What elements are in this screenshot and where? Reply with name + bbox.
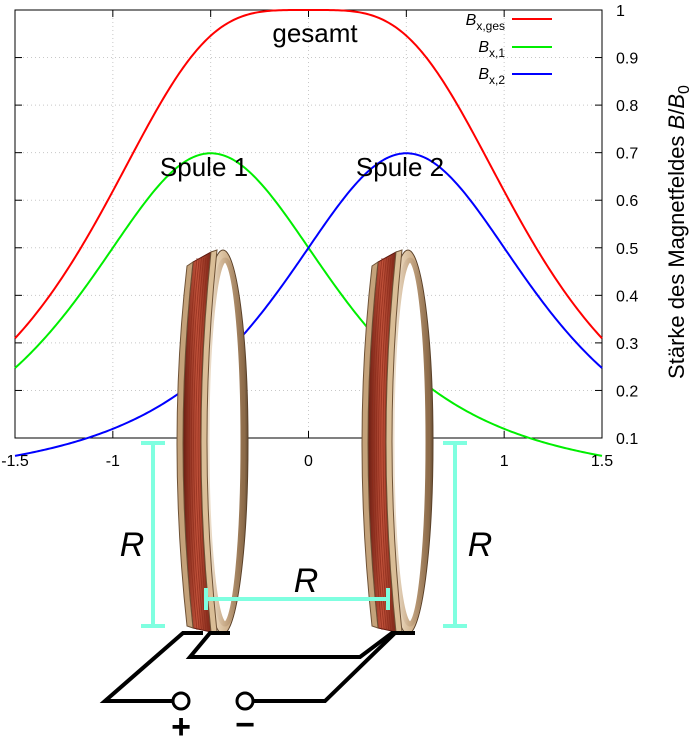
legend-entry-coil1: Bx,1 (478, 39, 505, 60)
coil-1-winding-turn (191, 257, 202, 631)
distance-label: R (294, 562, 319, 600)
chart-legend: Bx,ges Bx,1 Bx,2 (466, 12, 552, 87)
coil-1-opening (204, 257, 246, 627)
terminal-minus-label: − (235, 706, 255, 739)
x-tick-label: 1.5 (591, 453, 613, 470)
x-tick-label: 0 (304, 453, 313, 470)
coil-2-winding-turn (380, 257, 392, 631)
coil-1 (176, 249, 249, 635)
coil-1-winding-turn (195, 257, 207, 631)
y-tick-label: 0.8 (616, 98, 638, 115)
chart-curves (14, 9, 603, 457)
y-tick-label: 0.6 (616, 193, 638, 210)
y-tick-label: 0.7 (616, 146, 638, 163)
y-tick-label: 0.1 (616, 431, 638, 448)
annotation-total: gesamt (272, 18, 358, 48)
coil-2-winding-turn (378, 257, 389, 631)
x-tick-label: -1.5 (1, 453, 29, 470)
y-tick-label: 0.9 (616, 51, 638, 68)
legend-entry-total: Bx,ges (466, 12, 505, 33)
x-tick-label: -1 (106, 453, 120, 470)
radius-label-left: R (120, 526, 145, 564)
coil-2-winding-turn (382, 257, 394, 631)
y-tick-label: 0.3 (616, 336, 638, 353)
curve-total (14, 9, 603, 340)
y-tick-label: 0.5 (616, 241, 638, 258)
annotation-coil1: Spule 1 (160, 152, 248, 182)
coil-2-opening (389, 257, 431, 627)
y-tick-label: 0.4 (616, 288, 638, 305)
coils (176, 249, 434, 635)
legend-entry-coil2: Bx,2 (478, 66, 505, 87)
dimension-distance (204, 588, 390, 610)
coil-1-flange-back (176, 260, 194, 629)
coil-1-winding-turn (186, 257, 198, 631)
dimension-radius-right (443, 441, 467, 628)
wiring (99, 631, 415, 703)
coil-2-winding-turn (373, 257, 385, 631)
curve-coil2 (14, 152, 603, 457)
annotation-coil2: Spule 2 (356, 152, 444, 182)
y-axis-label: Stärke des Magnetfeldes B/B0 (664, 85, 693, 379)
coil-2-flange-back (361, 260, 379, 629)
terminal-plus-connector[interactable] (171, 691, 191, 711)
radius-label-right: R (468, 526, 493, 564)
coil-2 (361, 249, 434, 635)
x-tick-label: 1 (500, 453, 509, 470)
y-tick-label: 0.2 (616, 383, 638, 400)
terminal-plus-label: + (171, 708, 191, 739)
coil-1-winding-turn (197, 257, 209, 631)
coil-2-winding-turn (376, 257, 387, 631)
coil-1-winding-turn (193, 257, 204, 631)
coil-1-winding-turn (188, 257, 200, 631)
y-tick-label: 1 (616, 3, 625, 20)
dimension-radius-left (141, 441, 165, 628)
coil-2-winding-turn (371, 257, 383, 631)
terminal-minus-connector[interactable] (235, 691, 255, 711)
